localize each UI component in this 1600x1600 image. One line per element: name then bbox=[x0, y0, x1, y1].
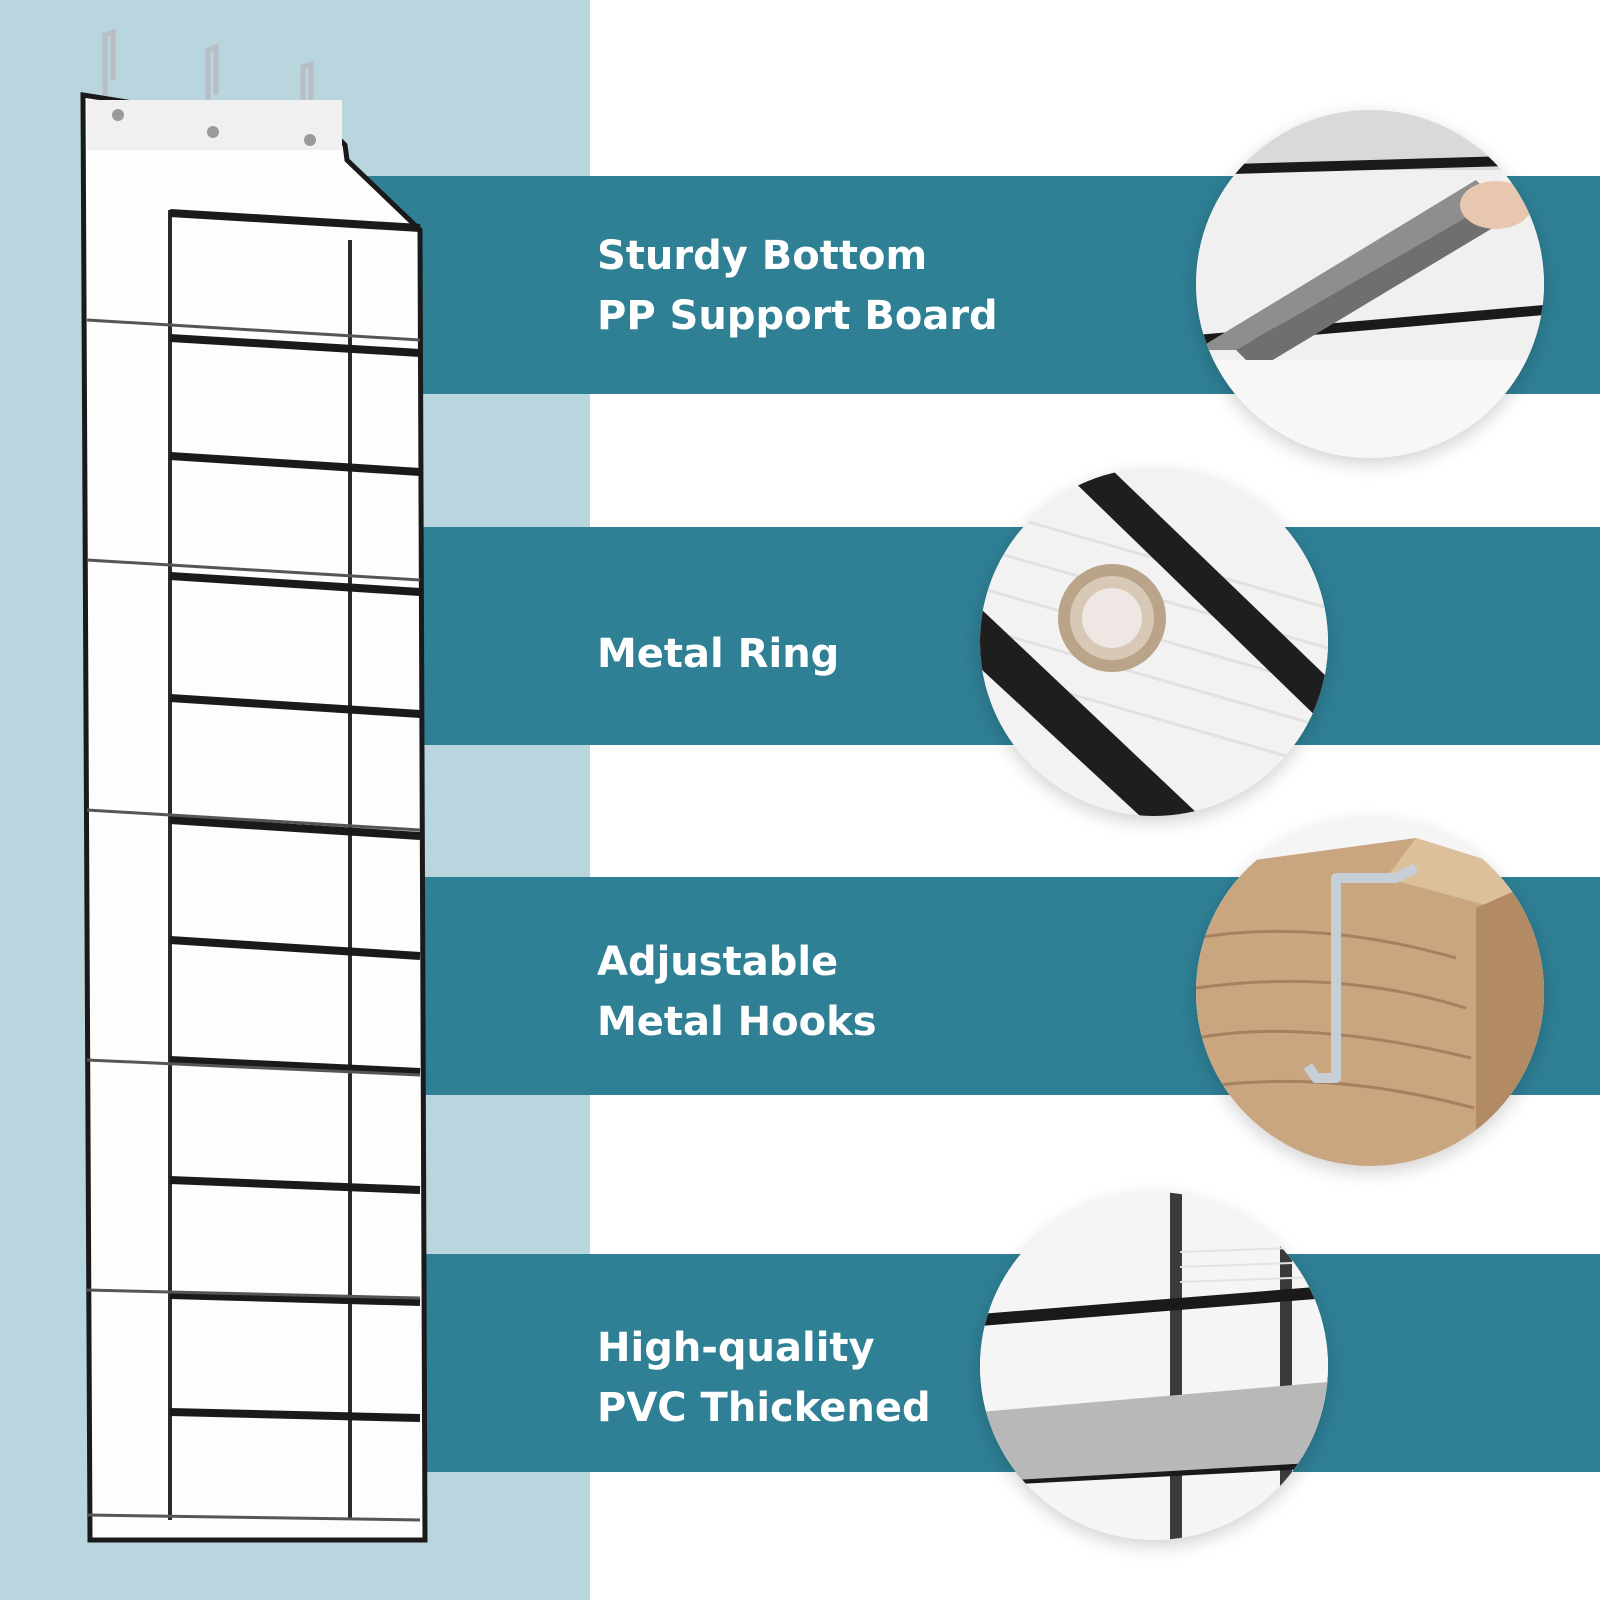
feature-line-1: Adjustable bbox=[597, 939, 839, 985]
feature-line-1: Metal Ring bbox=[597, 631, 840, 677]
feature-text-support-board: Sturdy Bottom PP Support Board bbox=[597, 226, 998, 346]
feature-line-1: Sturdy Bottom bbox=[597, 233, 928, 279]
pvc-material-photo-icon bbox=[980, 1192, 1328, 1540]
feature-line-1: High-quality bbox=[597, 1325, 875, 1371]
metal-ring-photo-icon bbox=[980, 468, 1328, 816]
feature-text-pvc: High-quality PVC Thickened bbox=[597, 1318, 931, 1438]
metal-hook-photo-icon bbox=[1196, 818, 1544, 1166]
over-door-organizer-photo-icon bbox=[75, 20, 445, 1560]
support-board-photo-icon bbox=[1196, 110, 1544, 458]
feature-text-metal-hooks: Adjustable Metal Hooks bbox=[597, 932, 877, 1052]
feature-line-2: PVC Thickened bbox=[597, 1385, 931, 1431]
feature-text-metal-ring: Metal Ring bbox=[597, 624, 839, 684]
feature-line-2: Metal Hooks bbox=[597, 999, 877, 1045]
feature-line-2: PP Support Board bbox=[597, 293, 998, 339]
